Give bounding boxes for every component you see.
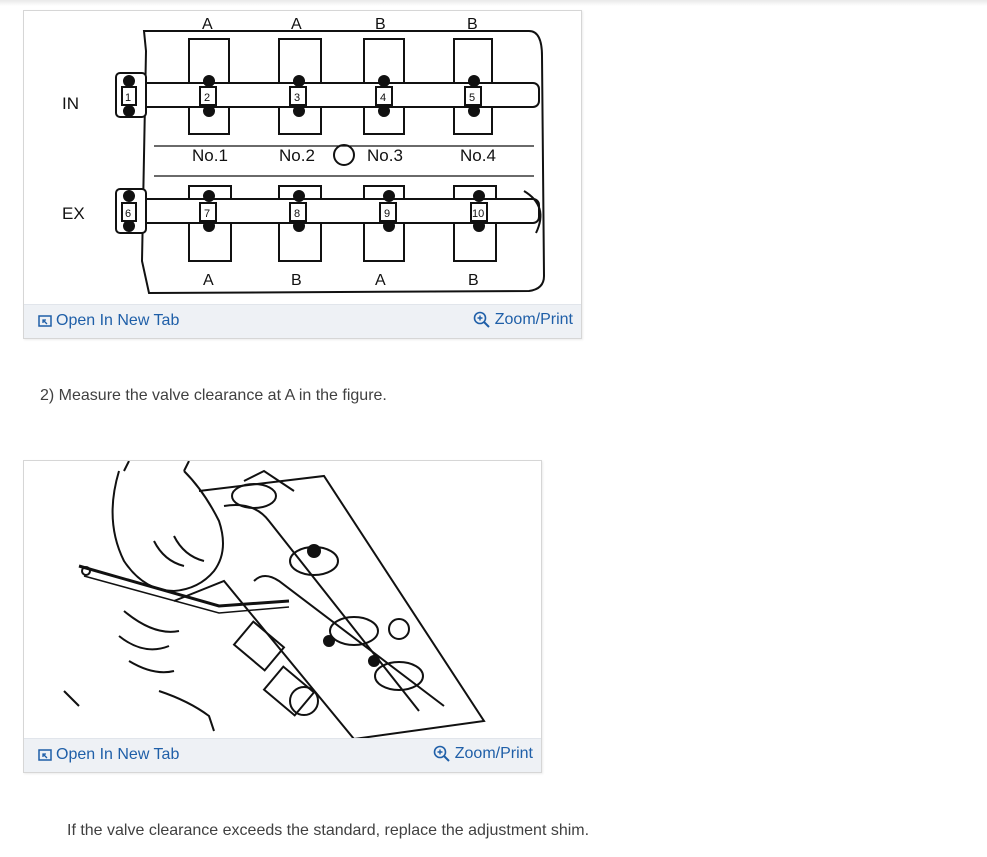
exhaust-label: EX (62, 204, 85, 223)
intake-number-3: 3 (294, 92, 300, 104)
figure2-toolbar: Open In New Tab Zoom/Print (24, 738, 541, 772)
top-divider (0, 0, 987, 6)
top-letter-3: B (375, 16, 386, 33)
zoom-icon (473, 311, 490, 328)
cylinder-label-1: No.1 (192, 146, 228, 165)
feeler-gauge-illustration (63, 461, 486, 739)
zoom-print-label: Zoom/Print (494, 311, 573, 328)
spark-plug-hole (333, 144, 355, 166)
open-in-new-tab-link[interactable]: Open In New Tab (38, 312, 179, 330)
camshaft-diagram: IN EX A A B B A B A B No.1 No.2 No.3 No.… (62, 16, 546, 295)
exhaust-number-7: 7 (204, 208, 210, 220)
step-2-instruction: 2) Measure the valve clearance at A in t… (40, 387, 387, 404)
top-letter-4: B (467, 16, 478, 33)
cylinder-label-3: No.3 (367, 146, 403, 165)
cylinder-label-4: No.4 (460, 146, 496, 165)
figure1-toolbar: Open In New Tab Zoom/Print (24, 304, 581, 338)
bottom-letter-4: B (468, 272, 479, 289)
intake-number-2: 2 (204, 92, 210, 104)
open-tab-icon (38, 749, 52, 761)
zoom-print-link[interactable]: Zoom/Print (473, 311, 573, 329)
adjustment-shim-note: If the valve clearance exceeds the stand… (67, 822, 590, 839)
exhaust-number-9: 9 (384, 208, 390, 220)
intake-number-5: 5 (469, 92, 475, 104)
intake-number-4: 4 (380, 92, 386, 104)
intake-label: IN (62, 94, 79, 113)
feeler-gauge-figure-card: Open In New Tab Zoom/Print (23, 460, 542, 773)
top-letter-2: A (291, 16, 302, 33)
exhaust-number-10: 10 (472, 208, 484, 220)
bottom-letter-3: A (375, 272, 386, 289)
cylinder-label-2: No.2 (279, 146, 315, 165)
intake-number-1: 1 (125, 92, 131, 104)
exhaust-number-8: 8 (294, 208, 300, 220)
open-tab-icon (38, 315, 52, 327)
zoom-print-link-2[interactable]: Zoom/Print (433, 745, 533, 763)
exhaust-camshaft (115, 188, 542, 234)
open-in-new-tab-label: Open In New Tab (56, 746, 180, 763)
exhaust-number-6: 6 (125, 208, 131, 220)
bottom-letter-1: A (203, 272, 214, 289)
top-letter-1: A (202, 16, 213, 33)
zoom-print-label: Zoom/Print (454, 745, 533, 762)
bottom-letter-2: B (291, 272, 302, 289)
zoom-icon (433, 745, 450, 762)
open-in-new-tab-label: Open In New Tab (56, 312, 180, 329)
open-in-new-tab-link-2[interactable]: Open In New Tab (38, 746, 179, 764)
camshaft-figure-card: IN EX A A B B A B A B No.1 No.2 No.3 No.… (23, 10, 582, 339)
intake-camshaft (115, 72, 540, 118)
